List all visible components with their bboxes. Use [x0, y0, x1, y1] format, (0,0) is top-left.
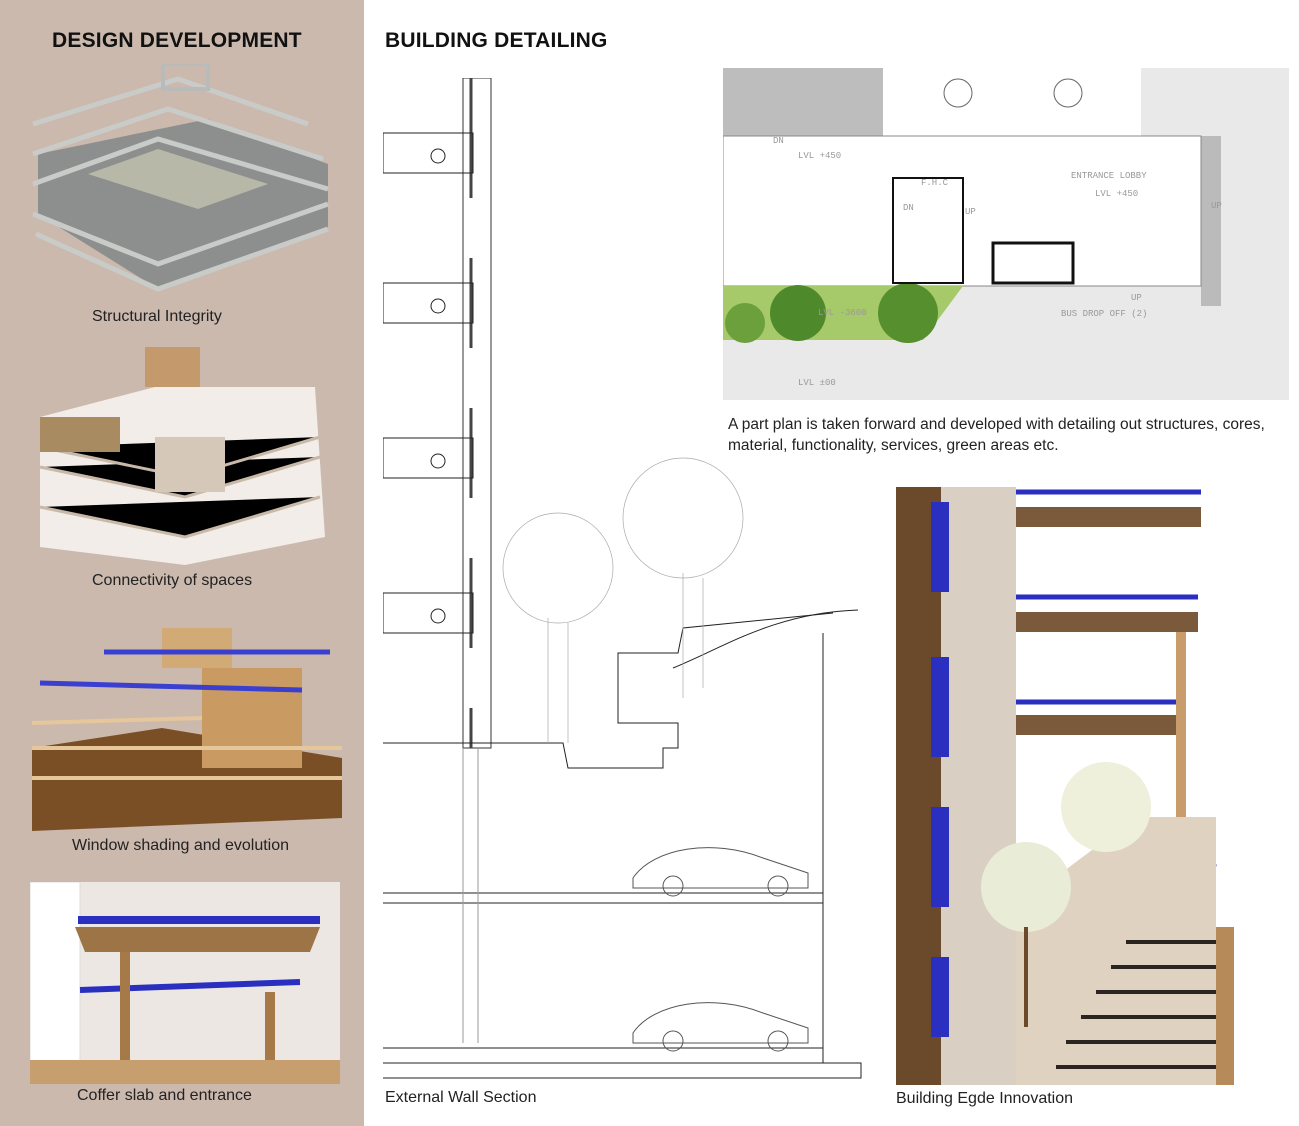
- main-title: BUILDING DETAILING: [385, 29, 608, 52]
- caption-connectivity: Connectivity of spaces: [92, 572, 253, 589]
- caption-window-shading: Window shading and evolution: [72, 837, 290, 854]
- building-edge-model-photo: [896, 487, 1234, 1085]
- sidebar: DESIGN DEVELOPMENT Structural Integrity …: [0, 0, 364, 1126]
- plan-label-up: UP: [965, 207, 976, 217]
- connectivity-model-image: [35, 347, 327, 565]
- plan-label-level: LVL +450: [798, 151, 841, 161]
- plan-label-fhc: F.H.C: [921, 178, 949, 188]
- plan-label-level: LVL +450: [1095, 189, 1138, 199]
- part-plan-drawing: DN LVL +450 ENTRANCE LOBBY LVL +450 UP D…: [723, 68, 1289, 400]
- caption-wall-section: External Wall Section: [385, 1089, 537, 1106]
- wall-section-drawing: [383, 78, 863, 1084]
- caption-structural: Structural Integrity: [92, 308, 222, 325]
- sidebar-title: DESIGN DEVELOPMENT: [52, 29, 302, 52]
- plan-label-dn: DN: [773, 136, 784, 146]
- plan-label-up: UP: [1131, 293, 1142, 303]
- window-shading-model-image: [32, 628, 352, 831]
- structural-model-image: [28, 64, 336, 306]
- caption-coffer-slab: Coffer slab and entrance: [77, 1087, 252, 1104]
- plan-label-level: LVL ±00: [798, 378, 836, 388]
- plan-label-level: LVL -3600: [818, 308, 867, 318]
- caption-building-edge: Building Egde Innovation: [896, 1090, 1074, 1107]
- plan-label-entrance-lobby: ENTRANCE LOBBY: [1071, 171, 1147, 181]
- coffer-slab-model-image: [30, 882, 340, 1084]
- plan-label-up: UP: [1211, 201, 1222, 211]
- plan-label-bus-drop-off: BUS DROP OFF (2): [1061, 309, 1147, 319]
- plan-label-dn: DN: [903, 203, 914, 213]
- plan-description: A part plan is taken forward and develop…: [728, 416, 1265, 454]
